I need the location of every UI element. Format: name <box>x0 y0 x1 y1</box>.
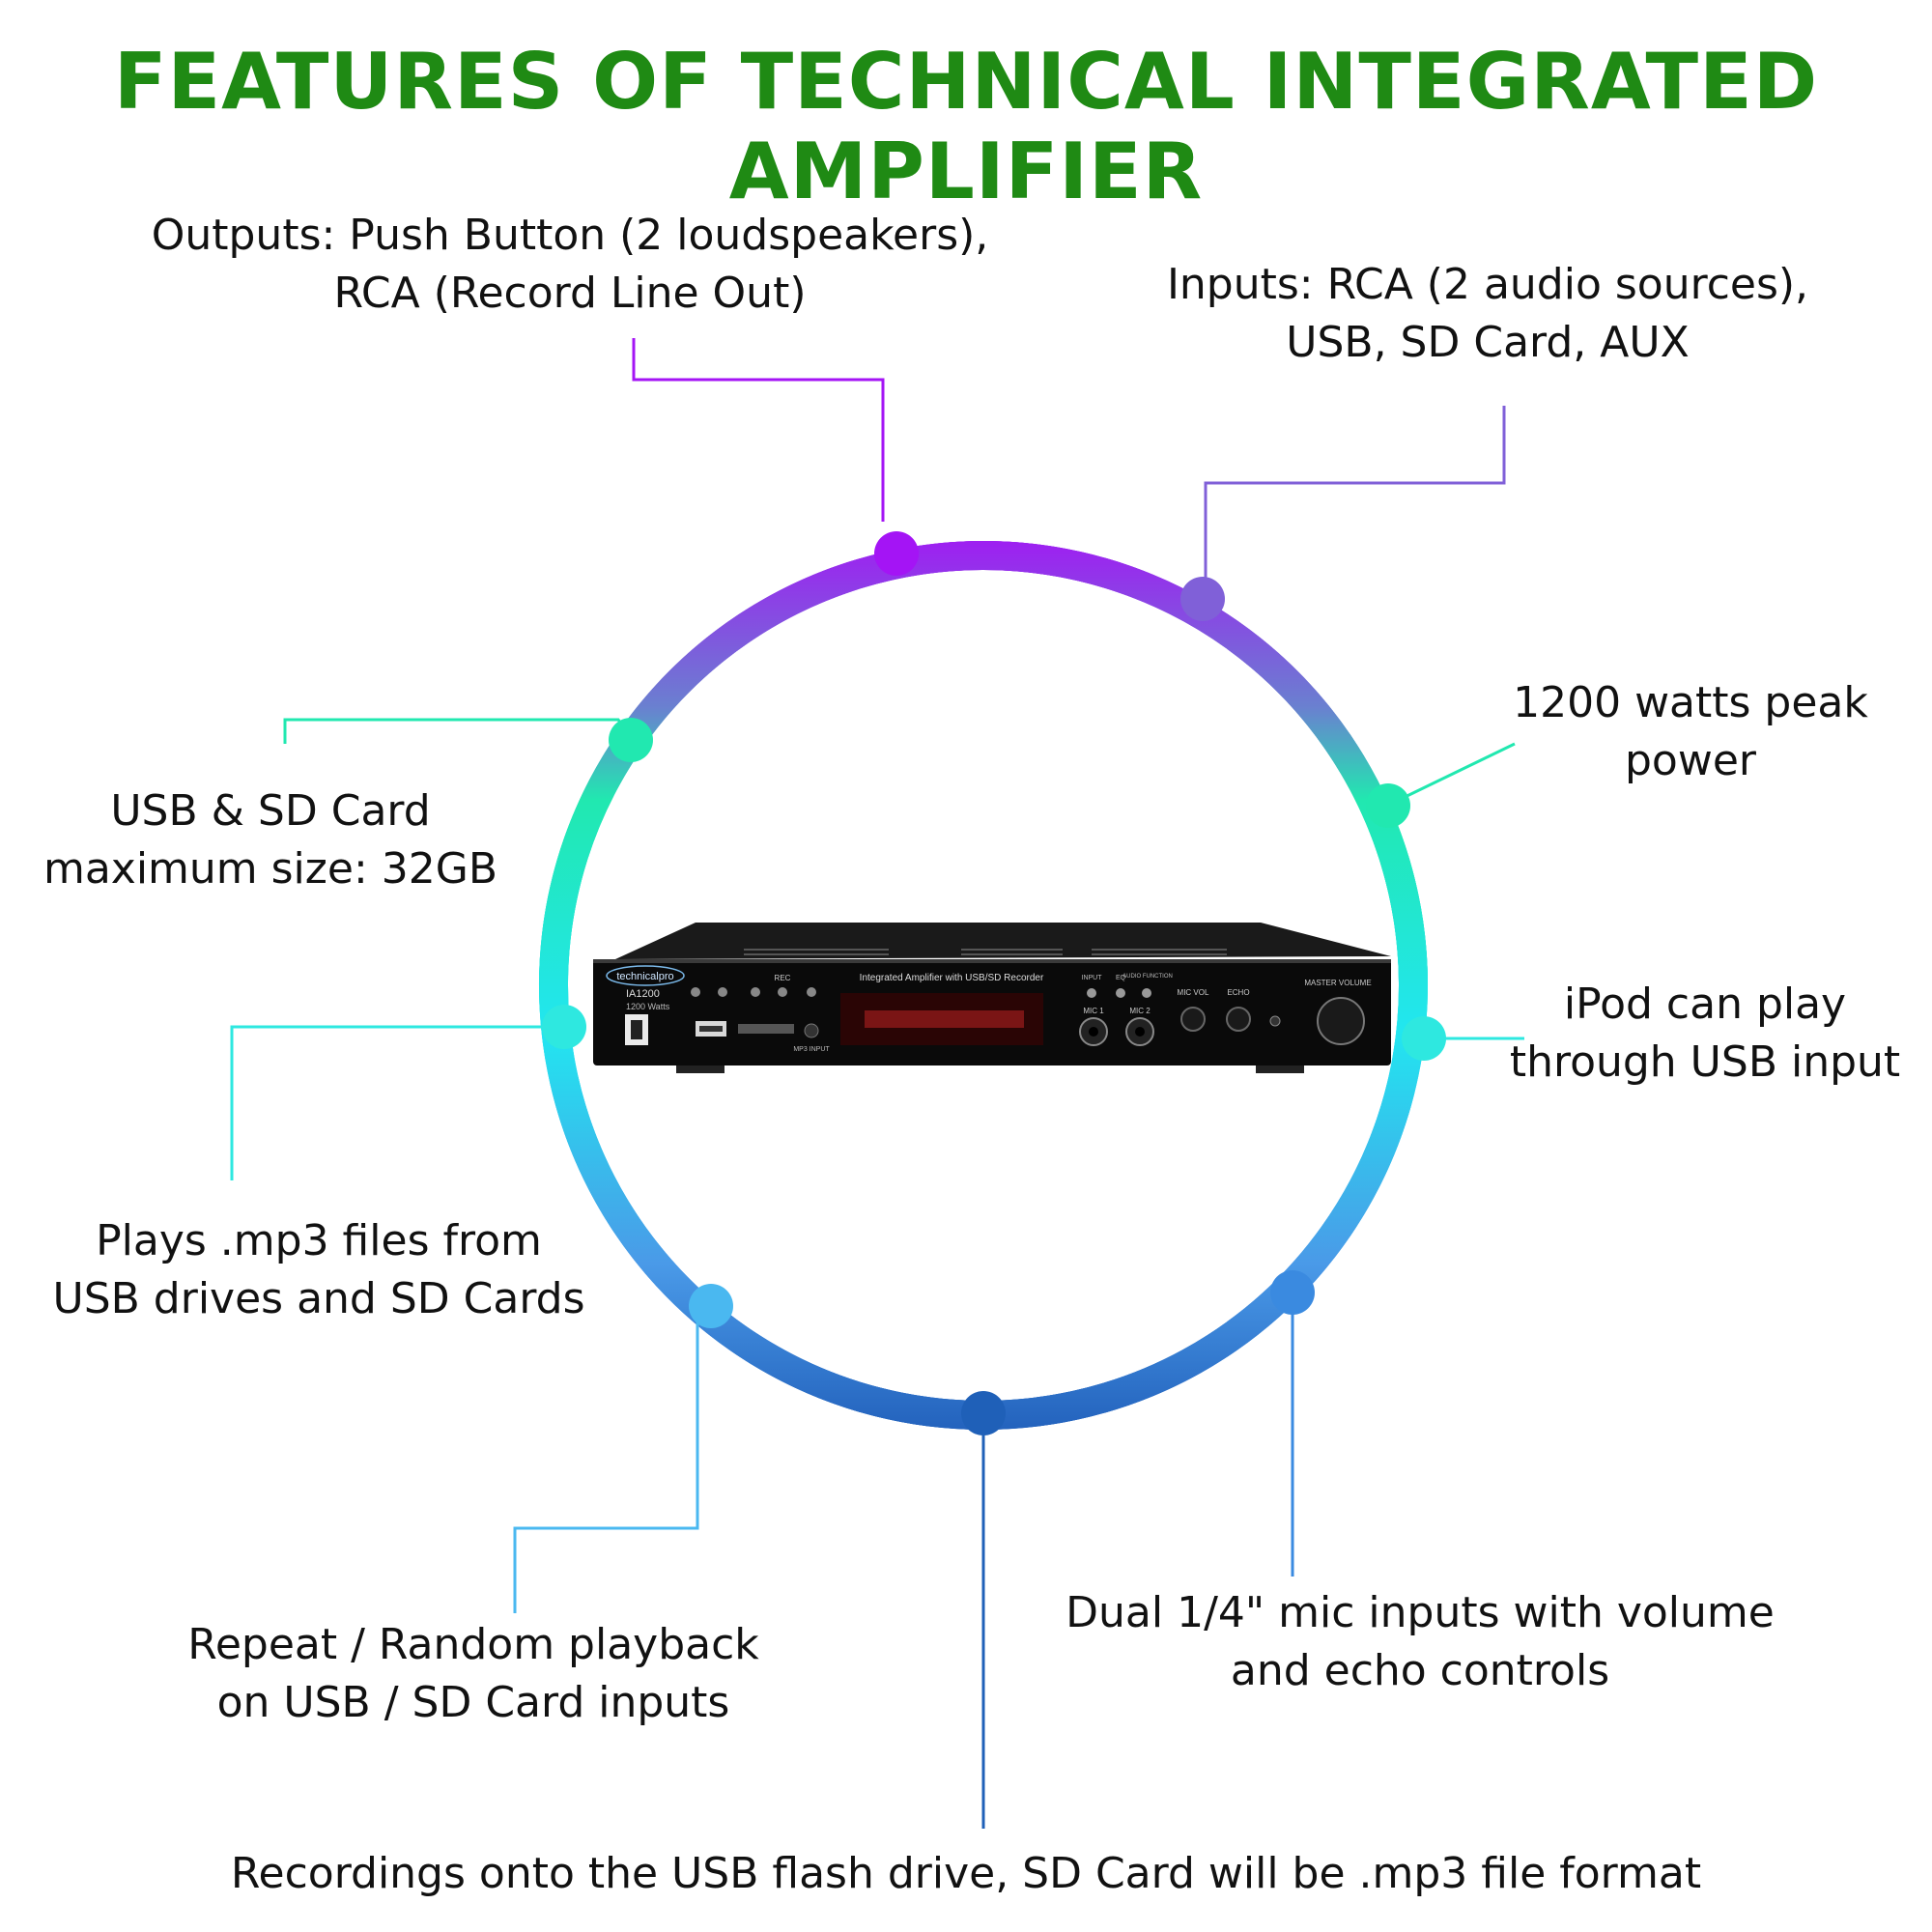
mic-vol-label: MIC VOL <box>1178 988 1209 997</box>
feature-power-line-2: power <box>1625 736 1756 785</box>
input-switch-label: INPUT <box>1082 975 1103 981</box>
feature-ipod-line-1: iPod can play <box>1563 980 1847 1029</box>
feature-usb-sd-size: USB & SD Card maximum size: 32GB <box>19 782 522 898</box>
ring-arcs <box>539 540 1429 1431</box>
transport-buttons[interactable] <box>691 987 816 997</box>
feature-mp3-line-2: USB drives and SD Cards <box>52 1274 585 1323</box>
feature-repeat-line-1: Repeat / Random playback <box>187 1620 759 1669</box>
master-volume-label: MASTER VOLUME <box>1304 979 1371 987</box>
amplifier-image: technicalpro IA1200 1200 Watts REC MP3 I… <box>593 923 1391 1073</box>
feature-mp3-line-1: Plays .mp3 files from <box>96 1216 542 1265</box>
feature-inputs: Inputs: RCA (2 audio sources), USB, SD C… <box>1121 256 1855 372</box>
dot-ipod <box>1402 1016 1446 1061</box>
mp3-input-label: MP3 INPUT <box>793 1046 830 1053</box>
eq-switch-label: EQ <box>1116 975 1126 981</box>
feature-inputs-line-2: USB, SD Card, AUX <box>1286 318 1690 367</box>
feature-repeat-line-2: on USB / SD Card inputs <box>216 1678 730 1727</box>
dot-inputs <box>1180 577 1225 621</box>
dot-outputs <box>874 531 919 576</box>
connector-power <box>1390 742 1516 806</box>
brand-logo: technicalpro <box>616 971 673 982</box>
connector-repeat <box>513 1306 699 1613</box>
dot-mic <box>1270 1270 1315 1315</box>
feature-repeat: Repeat / Random playback on USB / SD Car… <box>126 1616 821 1732</box>
feature-mic-line-2: and echo controls <box>1230 1646 1610 1695</box>
feature-recordings: Recordings onto the USB flash drive, SD … <box>48 1845 1884 1903</box>
feature-inputs-line-1: Inputs: RCA (2 audio sources), <box>1166 260 1809 309</box>
watts-label: 1200 Watts <box>626 1002 670 1011</box>
connector-usb-size <box>283 718 635 744</box>
ring-dots <box>542 531 1446 1435</box>
feature-power: 1200 watts peak power <box>1449 674 1932 790</box>
dot-recordings <box>961 1391 1006 1435</box>
panel-title: Integrated Amplifier with USB/SD Recorde… <box>860 973 1044 983</box>
dot-mp3 <box>542 1005 586 1049</box>
feature-ipod: iPod can play through USB input <box>1483 976 1927 1092</box>
master-volume-knob[interactable] <box>1317 997 1365 1045</box>
dot-power <box>1366 783 1410 828</box>
dot-usb-size <box>609 718 653 762</box>
feature-recordings-line-1: Recordings onto the USB flash drive, SD … <box>230 1849 1702 1898</box>
feature-mp3: Plays .mp3 files from USB drives and SD … <box>19 1212 618 1328</box>
audio-function-label: AUDIO FUNCTION <box>1122 974 1173 980</box>
feature-usb-sd-size-line-1: USB & SD Card <box>110 786 431 836</box>
function-buttons[interactable] <box>1087 988 1151 998</box>
feature-mic: Dual 1/4" mic inputs with volume and ech… <box>1005 1584 1835 1700</box>
feature-mic-line-1: Dual 1/4" mic inputs with volume <box>1065 1588 1775 1637</box>
mic-vol-knob[interactable] <box>1180 1007 1206 1032</box>
feature-outputs-line-1: Outputs: Push Button (2 loudspeakers), <box>151 211 989 260</box>
headphone-jack[interactable] <box>1269 1015 1281 1027</box>
feature-ipod-line-2: through USB input <box>1509 1037 1901 1087</box>
mic-1-label: MIC 1 <box>1083 1007 1104 1015</box>
connector-outputs <box>632 338 885 522</box>
model-label: IA1200 <box>626 988 660 1000</box>
connector-inputs <box>1204 406 1506 599</box>
feature-power-line-1: 1200 watts peak <box>1513 678 1868 727</box>
page-title: FEATURES OF TECHNICAL INTEGRATED AMPLIFI… <box>113 37 1819 216</box>
feature-outputs-line-2: RCA (Record Line Out) <box>333 269 807 318</box>
echo-label: ECHO <box>1227 988 1249 997</box>
dot-repeat <box>689 1284 733 1328</box>
mp3-input-jack[interactable] <box>804 1023 819 1038</box>
feature-outputs: Outputs: Push Button (2 loudspeakers), R… <box>97 207 1043 323</box>
rec-label: REC <box>775 974 791 982</box>
ring-arc-segment <box>539 540 1428 1430</box>
mic-2-label: MIC 2 <box>1129 1007 1151 1015</box>
sd-card-slot[interactable] <box>738 1024 794 1034</box>
echo-knob[interactable] <box>1226 1007 1251 1032</box>
connector-mp3 <box>230 1025 565 1180</box>
feature-usb-sd-size-line-2: maximum size: 32GB <box>43 844 498 894</box>
